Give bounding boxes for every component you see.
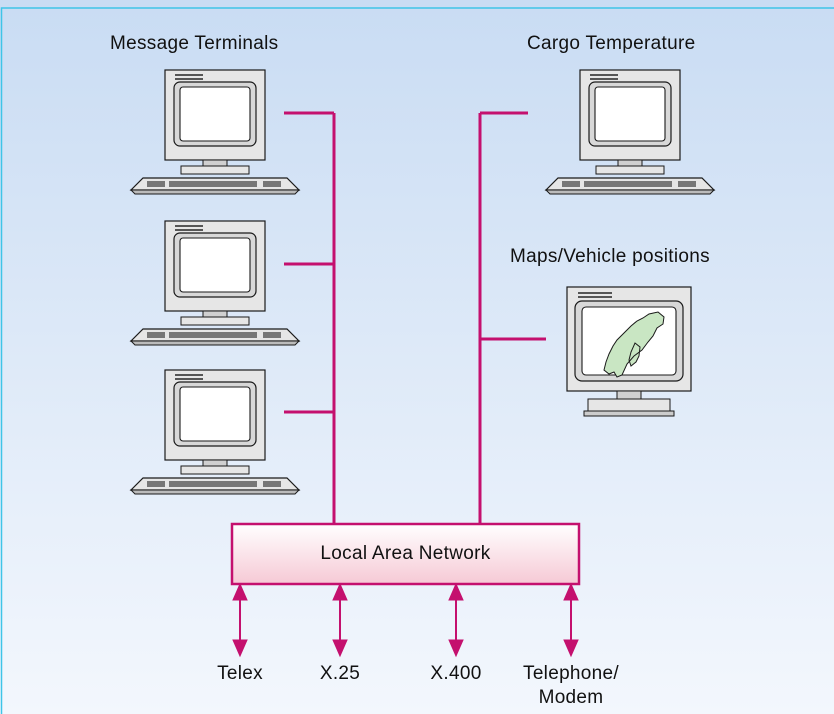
x400-label: X.400: [416, 662, 496, 686]
message-terminals-label: Message Terminals: [110, 33, 279, 54]
telephone-label-line2: Modem: [538, 687, 604, 708]
telex-arrow: [232, 582, 248, 658]
telex-label: Telex: [200, 662, 280, 686]
telephone-label-line1: Telephone/: [523, 663, 619, 684]
x400-arrow: [448, 582, 464, 658]
network-lines: [284, 111, 546, 524]
x400-label-text: X.400: [430, 663, 482, 684]
maps-monitor: [566, 286, 692, 417]
scandinavia-map: [603, 311, 665, 378]
cargo-temperature-label: Cargo Temperature: [527, 33, 696, 54]
lan-label: Local Area Network: [320, 543, 491, 564]
telephone-arrow: [563, 582, 579, 658]
telex-label-text: Telex: [217, 663, 263, 684]
maps-vehicle-positions-label: Maps/Vehicle positions: [510, 246, 710, 267]
connection-arrows: [232, 582, 579, 658]
telephone-modem-label: Telephone/ Modem: [511, 662, 631, 710]
x25-label: X.25: [300, 662, 380, 686]
lan-box: [230, 522, 581, 586]
panel-border: [0, 7, 834, 714]
x25-arrow: [332, 582, 348, 658]
x25-label-text: X.25: [319, 663, 361, 684]
